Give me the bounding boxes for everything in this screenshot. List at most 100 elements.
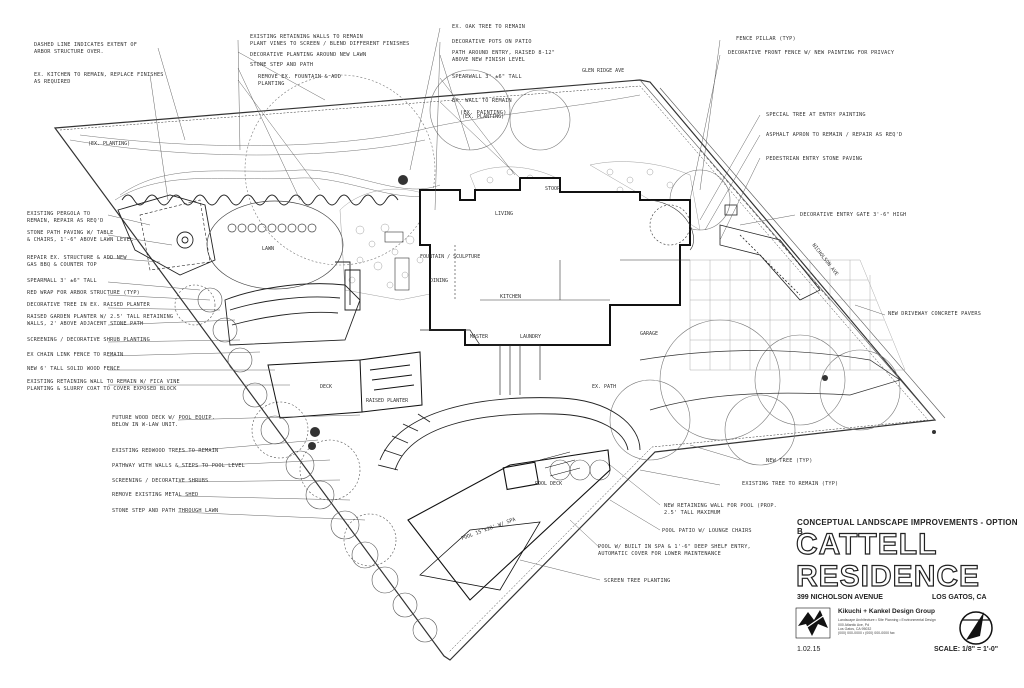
- label-garage: GARAGE: [640, 331, 658, 337]
- pergola-patio: [117, 194, 216, 276]
- raised-planters: [224, 261, 361, 346]
- drawing-scale: SCALE: 1/8" = 1'-0": [934, 646, 999, 653]
- label-master: MASTER: [470, 334, 489, 340]
- annotation-note: AS REQUIRED: [34, 79, 71, 85]
- drawing-date: 1.02.15: [797, 646, 821, 653]
- annotation-note: REMOVE EX. FOUNTAIN & ADD: [258, 74, 341, 80]
- annotation-note: PATH AROUND ENTRY, RAISED 8-12": [452, 50, 555, 56]
- annotation-note: DECORATIVE POTS ON PATIO: [452, 39, 532, 45]
- annotation-note: STONE STEP AND PATH: [250, 62, 313, 68]
- label-street: GLEN RIDGE AVE: [582, 68, 624, 74]
- label-stoop: STOOP: [545, 186, 560, 192]
- annotation-note: DECORATIVE PLANTING AROUND NEW LAWN: [250, 52, 366, 58]
- label-lawn: LAWN: [262, 246, 274, 252]
- annotation-note: EX. OAK TREE TO REMAIN: [452, 24, 525, 30]
- annotation-note: RED WRAP FOR ARBOR STRUCTURE (TYP): [27, 290, 140, 296]
- annotation-note: EXISTING RETAINING WALL TO REMAIN W/ FIC…: [27, 379, 180, 385]
- notes-right: FENCE PILLAR (TYP) DECORATIVE FRONT FENCE…: [598, 36, 981, 584]
- firm-services: Landscape Architecture • Site Planning •…: [838, 618, 936, 622]
- annotation-note: PATHWAY WITH WALLS & STEPS TO POOL LEVEL: [112, 463, 245, 469]
- annotation-note: WALLS, 2' ABOVE ADJACENT STONE PATH: [27, 321, 143, 327]
- annotation-note: EXISTING PERGOLA TO: [27, 211, 90, 217]
- planting-beds: [69, 94, 641, 206]
- annotation-note: EX. WALL TO REMAIN: [452, 98, 512, 104]
- annotation-note: DASHED LINE INDICATES EXTENT OF: [34, 42, 137, 48]
- notes-top: EXISTING RETAINING WALLS TO REMAINPLANT …: [250, 24, 555, 116]
- city: LOS GATOS, CA: [932, 594, 987, 601]
- label-deck: DECK: [320, 384, 332, 390]
- label-living: LIVING: [495, 211, 513, 217]
- title-line-1: CATTELL: [795, 528, 938, 561]
- firm-address-2: Los Gatos, CA 95032: [838, 627, 872, 631]
- pool: [407, 449, 611, 601]
- house-interior: [384, 199, 694, 301]
- annotation-note: STONE STEP AND PATH THROUGH LAWN: [112, 508, 218, 514]
- pool-pathway: [420, 329, 901, 411]
- annotation-note: NEW DRIVEWAY CONCRETE PAVERS: [888, 311, 981, 317]
- pool-retaining-wall: [377, 397, 641, 471]
- annotation-note: PLANTING & SLURRY COAT TO COVER EXPOSED …: [27, 386, 177, 392]
- annotation-note: RAISED GARDEN PLANTER W/ 2.5' TALL RETAI…: [27, 314, 173, 320]
- firm-logo-icon: [795, 607, 831, 639]
- annotation-note: (EX. PAINTING): [460, 110, 507, 116]
- label-laundry: LAUNDRY: [520, 334, 541, 340]
- annotation-note: EXISTING RETAINING WALLS TO REMAIN: [250, 34, 363, 40]
- annotation-note: 2.5' TALL MAXIMUM: [664, 510, 721, 516]
- annotation-note: ARBOR STRUCTURE OVER.: [34, 49, 104, 55]
- annotation-note: GAS BBQ & COUNTER TOP: [27, 262, 97, 268]
- label-raised-planter: RAISED PLANTER: [366, 398, 409, 404]
- annotation-note: SPEARWALL 3' ±6" TALL: [452, 74, 522, 80]
- specimen-trees: [308, 175, 936, 450]
- annotation-note: POOL W/ BUILT IN SPA & 1'-6" DEEP SHELF …: [598, 544, 751, 550]
- annotation-note: BELOW IN W-LAW UNIT.: [112, 422, 178, 428]
- annotation-note: FUTURE WOOD DECK W/ POOL EQUIP.: [112, 415, 215, 421]
- label-ex-path: EX. PATH: [592, 384, 616, 390]
- lawn: [206, 200, 344, 290]
- firm-phone: (000) 000-0000 • (000) 000-0000 fax: [838, 631, 895, 635]
- firm-address-1: 000 Atlantic Ave, Pd: [838, 623, 870, 627]
- annotation-note: SPEARMALL 3' ±6" TALL: [27, 278, 97, 284]
- annotation-note: SPECIAL TREE AT ENTRY PAINTING: [766, 112, 866, 118]
- annotation-note: STONE PATH PAVING W/ TABLE: [27, 230, 113, 236]
- label-dining: DINING: [430, 278, 448, 284]
- north-arrow-icon: [959, 611, 993, 645]
- annotation-note: REMAIN, REPAIR AS REQ'D: [27, 218, 103, 224]
- annotation-note: EXISTING TREE TO REMAIN (TYP): [742, 481, 838, 487]
- annotation-note: & CHAIRS, 1'-6" ABOVE LAWN LEVEL: [27, 237, 133, 243]
- annotation-note: NEW RETAINING WALL FOR POOL (PROP.: [664, 503, 777, 509]
- annotation-note: EX CHAIN LINK FENCE TO REMAIN: [27, 352, 123, 358]
- label-fountain: FOUNTAIN / SCULPTURE: [420, 254, 480, 260]
- annotation-note: SCREENING / DECORATIVE SHRUBS: [112, 478, 208, 484]
- annotation-note: PLANTING: [258, 81, 285, 87]
- annotation-note: REMOVE EXISTING METAL SHED: [112, 492, 198, 498]
- driveway-pavers: [689, 259, 906, 371]
- title-line-2: RESIDENCE: [795, 560, 981, 593]
- leader-lines: [107, 27, 886, 581]
- annotation-note: DECORATIVE TREE IN EX. RAISED PLANTER: [27, 302, 151, 308]
- annotation-note: NEW TREE (TYP): [766, 458, 813, 464]
- title-block-subtitle: CONCEPTUAL LANDSCAPE IMPROVEMENTS - OPTI…: [797, 518, 1018, 536]
- label-ex-planting-1: (EX. PLANTING): [88, 141, 130, 147]
- deck-area: [267, 351, 423, 419]
- entry-walk: [719, 204, 821, 301]
- annotation-note: DECORATIVE ENTRY GATE 3'-6" HIGH: [800, 212, 906, 218]
- label-pool-deck: POOL DECK: [535, 481, 562, 487]
- annotation-note: ASPHALT APRON TO REMAIN / REPAIR AS REQ'…: [766, 132, 902, 138]
- annotation-note: PLANT VINES TO SCREEN / BLEND DIFFERENT …: [250, 41, 410, 47]
- annotation-note: REPAIR EX. STRUCTURE & ADD NEW: [27, 255, 127, 261]
- annotation-note: NEW 6' TALL SOLID WOOD FENCE: [27, 366, 120, 372]
- annotation-note: AUTOMATIC COVER FOR LOWER MAINTENANCE: [598, 551, 721, 557]
- annotation-note: SCREENING / DECORATIVE SHRUB PLANTING: [27, 337, 150, 343]
- annotation-note: POOL PATIO W/ LOUNGE CHAIRS: [662, 528, 752, 534]
- annotation-note: FENCE PILLAR (TYP): [736, 36, 796, 42]
- property-boundary: [53, 79, 937, 661]
- annotation-note: EXISTING REDWOOD TREES TO REMAIN: [112, 448, 218, 454]
- annotation-note: EX. KITCHEN TO REMAIN, REPLACE FINISHES: [34, 72, 164, 78]
- label-ex-planting-2: (EX. PLANTING): [462, 114, 504, 120]
- annotation-note: PEDESTRIAN ENTRY STONE PAVING: [766, 156, 862, 162]
- annotation-note: SCREEN TREE PLANTING: [604, 578, 670, 584]
- annotation-note: DECORATIVE FRONT FENCE W/ NEW PAINTING F…: [728, 50, 895, 56]
- label-kitchen: KITCHEN: [500, 294, 521, 300]
